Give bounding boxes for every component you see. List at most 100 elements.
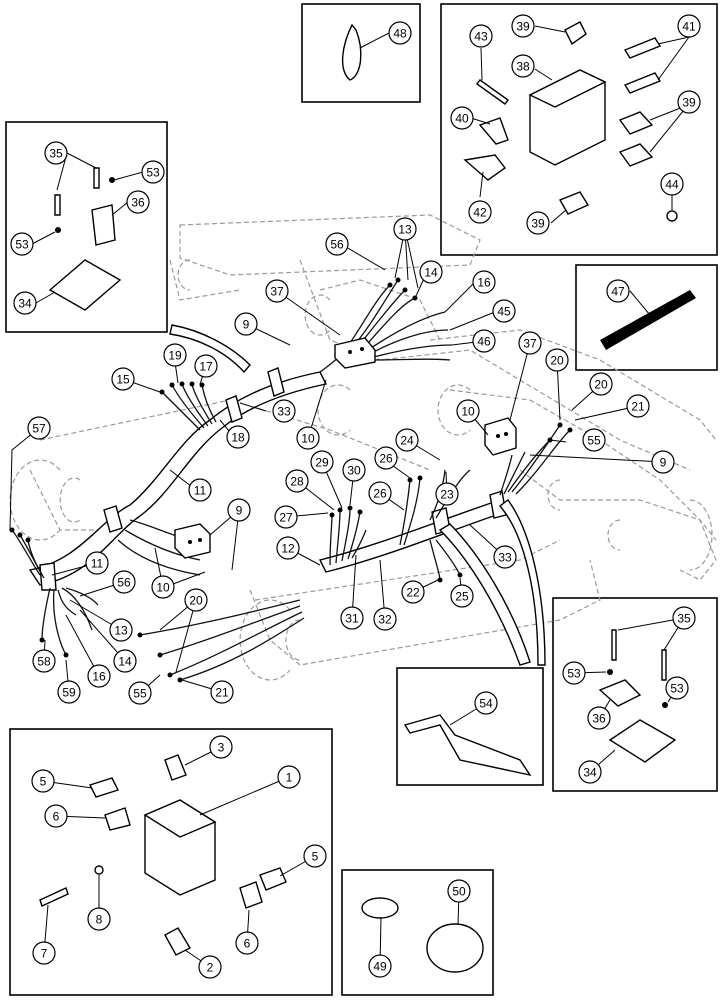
callout-number: 21 bbox=[631, 400, 645, 414]
bolt-7 bbox=[39, 887, 69, 907]
callout-circle bbox=[296, 426, 320, 450]
callout-c28: 28 bbox=[285, 469, 309, 493]
washer-53b bbox=[55, 227, 61, 233]
callout-c36b: 36 bbox=[587, 706, 611, 730]
p-clip-loop bbox=[342, 23, 362, 81]
callout-c10b: 10 bbox=[151, 575, 175, 599]
callout-c20c: 20 bbox=[589, 372, 613, 396]
callout-c43: 43 bbox=[469, 24, 493, 48]
callout-c35a: 35 bbox=[44, 141, 68, 165]
callout-circle bbox=[419, 260, 443, 284]
callout-c42: 42 bbox=[468, 200, 492, 224]
callout-circle bbox=[472, 329, 496, 353]
callout-number: 15 bbox=[116, 373, 130, 387]
callout-number: 44 bbox=[665, 178, 679, 192]
callout-c1: 1 bbox=[277, 765, 301, 789]
callout-c19: 19 bbox=[163, 343, 187, 367]
elbow-39a bbox=[564, 21, 587, 46]
callout-number: 13 bbox=[398, 223, 412, 237]
callout-circle bbox=[57, 680, 81, 704]
callout-circle bbox=[198, 955, 222, 979]
callout-number: 45 bbox=[497, 305, 511, 319]
callout-circle bbox=[374, 446, 398, 470]
hose-clamp-49 bbox=[361, 897, 399, 919]
callout-circle bbox=[472, 270, 496, 294]
cover-34a bbox=[48, 259, 122, 311]
callout-circle bbox=[511, 14, 535, 38]
callout-circle bbox=[112, 570, 136, 594]
valve-block-1-top bbox=[143, 799, 217, 838]
callout-circle bbox=[578, 760, 602, 784]
callout-circle bbox=[388, 21, 412, 45]
callout-number: 50 bbox=[452, 885, 466, 899]
plug-8 bbox=[94, 865, 104, 875]
callout-number: 42 bbox=[473, 206, 487, 220]
callout-c53c: 53 bbox=[562, 661, 586, 685]
callout-number: 53 bbox=[146, 166, 160, 180]
callout-circle bbox=[209, 735, 233, 759]
callout-c41: 41 bbox=[677, 14, 701, 38]
callout-c39b: 39 bbox=[677, 90, 701, 114]
callout-c36a: 36 bbox=[126, 190, 150, 214]
callout-number: 9 bbox=[660, 456, 667, 470]
callout-c13a: 13 bbox=[393, 217, 417, 241]
callout-number: 10 bbox=[301, 432, 315, 446]
callout-circle bbox=[265, 279, 289, 303]
callout-number: 24 bbox=[400, 434, 414, 448]
callout-circle bbox=[395, 428, 419, 452]
callout-number: 30 bbox=[347, 464, 361, 478]
callout-c56b: 56 bbox=[112, 570, 136, 594]
callout-c15: 15 bbox=[111, 367, 135, 391]
callout-circle bbox=[626, 394, 650, 418]
callout-circle bbox=[665, 676, 689, 700]
callout-circle bbox=[469, 24, 493, 48]
callout-number: 6 bbox=[244, 937, 251, 951]
callout-circle bbox=[587, 706, 611, 730]
callout-number: 2 bbox=[207, 961, 214, 975]
callout-c26a: 26 bbox=[374, 446, 398, 470]
callout-circle bbox=[468, 200, 492, 224]
valve-block-38-top bbox=[528, 69, 607, 108]
callout-c11a: 11 bbox=[188, 478, 212, 502]
washer-53c bbox=[607, 669, 613, 675]
callout-number: 33 bbox=[498, 551, 512, 565]
washer-53d bbox=[662, 702, 668, 708]
callout-circle bbox=[393, 217, 417, 241]
callout-circle bbox=[672, 606, 696, 630]
callout-c23: 23 bbox=[435, 482, 459, 506]
callout-circle bbox=[141, 160, 165, 184]
callout-number: 43 bbox=[474, 30, 488, 44]
callout-circle bbox=[194, 354, 218, 378]
washer-53a bbox=[109, 177, 115, 183]
callout-c45: 45 bbox=[492, 299, 516, 323]
callout-number: 9 bbox=[236, 504, 243, 518]
callout-circle bbox=[44, 141, 68, 165]
callout-number: 37 bbox=[523, 337, 537, 351]
callout-c11b: 11 bbox=[85, 551, 109, 575]
callout-number: 10 bbox=[156, 581, 170, 595]
callout-number: 3 bbox=[218, 741, 225, 755]
callout-c10c: 10 bbox=[456, 399, 480, 423]
callout-c9a: 9 bbox=[234, 312, 258, 336]
callout-number: 36 bbox=[131, 196, 145, 210]
callout-c16b: 16 bbox=[87, 664, 111, 688]
callout-number: 9 bbox=[243, 318, 250, 332]
callout-number: 34 bbox=[18, 297, 32, 311]
callout-number: 29 bbox=[315, 456, 329, 470]
callout-circle bbox=[325, 232, 349, 256]
callout-number: 53 bbox=[15, 238, 29, 252]
callout-c50: 50 bbox=[447, 879, 471, 903]
callout-number: 22 bbox=[406, 586, 420, 600]
callout-c59: 59 bbox=[57, 680, 81, 704]
callout-number: 5 bbox=[312, 850, 319, 864]
callout-number: 55 bbox=[587, 434, 601, 448]
callout-circle bbox=[492, 299, 516, 323]
callout-c55b: 55 bbox=[582, 428, 606, 452]
callout-number: 48 bbox=[393, 27, 407, 41]
callout-circle bbox=[456, 399, 480, 423]
callout-c53b: 53 bbox=[10, 232, 34, 256]
bracket-54 bbox=[403, 714, 532, 777]
callout-circle bbox=[450, 106, 474, 130]
callout-circle bbox=[32, 649, 56, 673]
